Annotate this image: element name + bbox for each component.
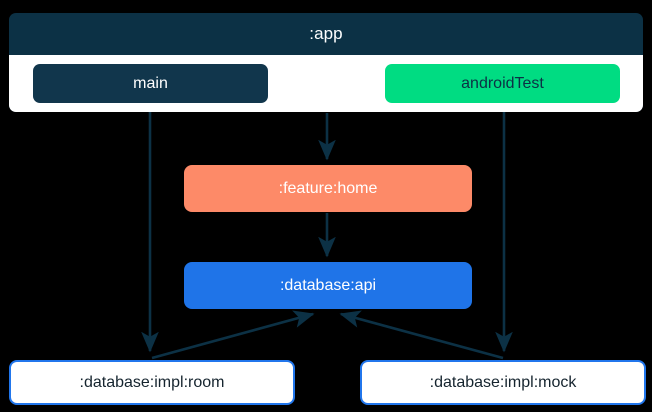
sourceset-chip-androidtest-label: androidTest [461, 74, 544, 92]
sourceset-chip-main-label: main [133, 74, 168, 92]
module-node-feature-home[interactable]: :feature:home [184, 165, 472, 212]
sourceset-chip-main[interactable]: main [33, 64, 268, 103]
module-node-database-impl-room-label: :database:impl:room [79, 373, 225, 391]
module-node-feature-home-label: :feature:home [278, 179, 378, 197]
module-node-database-impl-mock[interactable]: :database:impl:mock [360, 360, 646, 405]
edge-database-impl-mock-to-database-api [339, 310, 504, 360]
edge-database-impl-room-to-database-api [151, 310, 315, 360]
app-module-sourceset-row: main androidTest [9, 55, 643, 112]
module-node-database-api[interactable]: :database:api [184, 262, 472, 309]
module-node-database-impl-room[interactable]: :database:impl:room [9, 360, 295, 405]
app-module-title: :app [309, 24, 343, 43]
module-node-database-impl-mock-label: :database:impl:mock [429, 373, 577, 391]
module-node-database-api-label: :database:api [279, 276, 377, 294]
app-module-container[interactable]: :app main androidTest [9, 13, 643, 112]
sourceset-chip-androidtest[interactable]: androidTest [385, 64, 620, 103]
